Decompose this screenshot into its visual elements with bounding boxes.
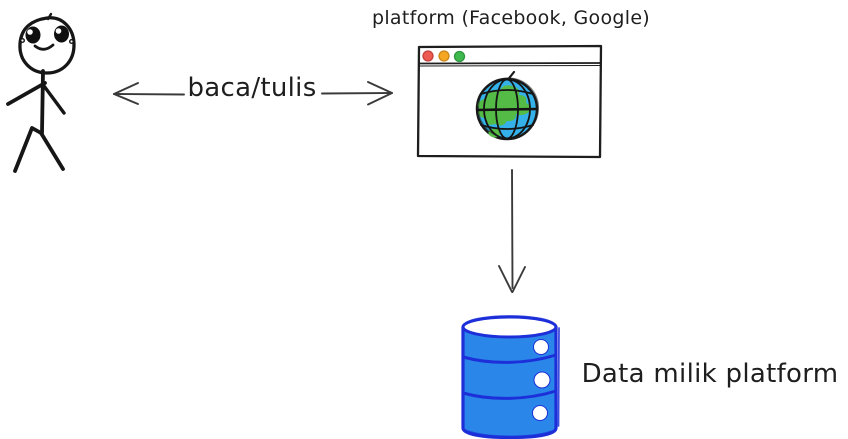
platform-label: platform (Facebook, Google) bbox=[371, 7, 651, 29]
person-left-leg bbox=[13, 126, 43, 173]
database-sketch-bottom bbox=[464, 429, 556, 438]
database-dot-3 bbox=[532, 405, 548, 421]
person-torso bbox=[40, 69, 45, 135]
left-right-arrow-icon bbox=[113, 81, 393, 106]
browser-titlebar-divider bbox=[417, 62, 602, 65]
arrow-right-shaft bbox=[321, 92, 393, 95]
person-right-eye-shine bbox=[55, 28, 62, 34]
person-right-cheek-dot bbox=[68, 39, 74, 45]
database-divider-2 bbox=[461, 389, 558, 400]
database-sketch-right-edge bbox=[557, 327, 560, 427]
person-left-eye bbox=[25, 26, 41, 44]
person-left-cheek-dot bbox=[19, 38, 25, 44]
globe-icon bbox=[475, 70, 540, 141]
database-top-opening bbox=[461, 315, 558, 339]
database-cylinder-icon bbox=[461, 315, 560, 439]
browser-titlebar-divider-2 bbox=[417, 64, 602, 67]
globe-equator bbox=[476, 107, 538, 112]
globe-parallel-north bbox=[480, 89, 534, 95]
person-smile bbox=[33, 43, 55, 51]
arrow-right-head-icon bbox=[367, 81, 393, 106]
traffic-light-yellow-icon bbox=[438, 50, 450, 62]
browser-window-icon bbox=[416, 44, 603, 159]
down-arrow-icon bbox=[498, 169, 526, 293]
traffic-light-green-icon bbox=[453, 50, 466, 63]
person-right-leg bbox=[39, 131, 65, 171]
down-arrow-head-icon bbox=[498, 265, 526, 293]
database-label: Data milik platform bbox=[581, 359, 839, 389]
globe-parallel-south bbox=[480, 124, 534, 130]
arrow-left-shaft bbox=[113, 93, 185, 96]
database-sketch-rim bbox=[464, 315, 555, 325]
arrow-left-head-icon bbox=[113, 82, 139, 105]
person-left-eye-shine bbox=[27, 29, 33, 35]
person-head bbox=[18, 16, 76, 75]
down-arrow-shaft bbox=[511, 169, 514, 289]
person-right-arm bbox=[42, 84, 66, 115]
person-left-arm bbox=[6, 81, 47, 106]
database-dot-2 bbox=[533, 371, 551, 389]
database-outline bbox=[461, 325, 558, 439]
database-body-fill bbox=[463, 317, 556, 437]
read-write-label: baca/tulis bbox=[187, 73, 317, 103]
traffic-light-red-icon bbox=[422, 50, 434, 62]
person-right-eye bbox=[54, 25, 69, 43]
database-divider-1 bbox=[461, 353, 558, 364]
database-dot-1 bbox=[533, 339, 549, 355]
stick-figure-user-icon bbox=[6, 12, 76, 173]
globe-outline-sketch bbox=[477, 77, 540, 139]
